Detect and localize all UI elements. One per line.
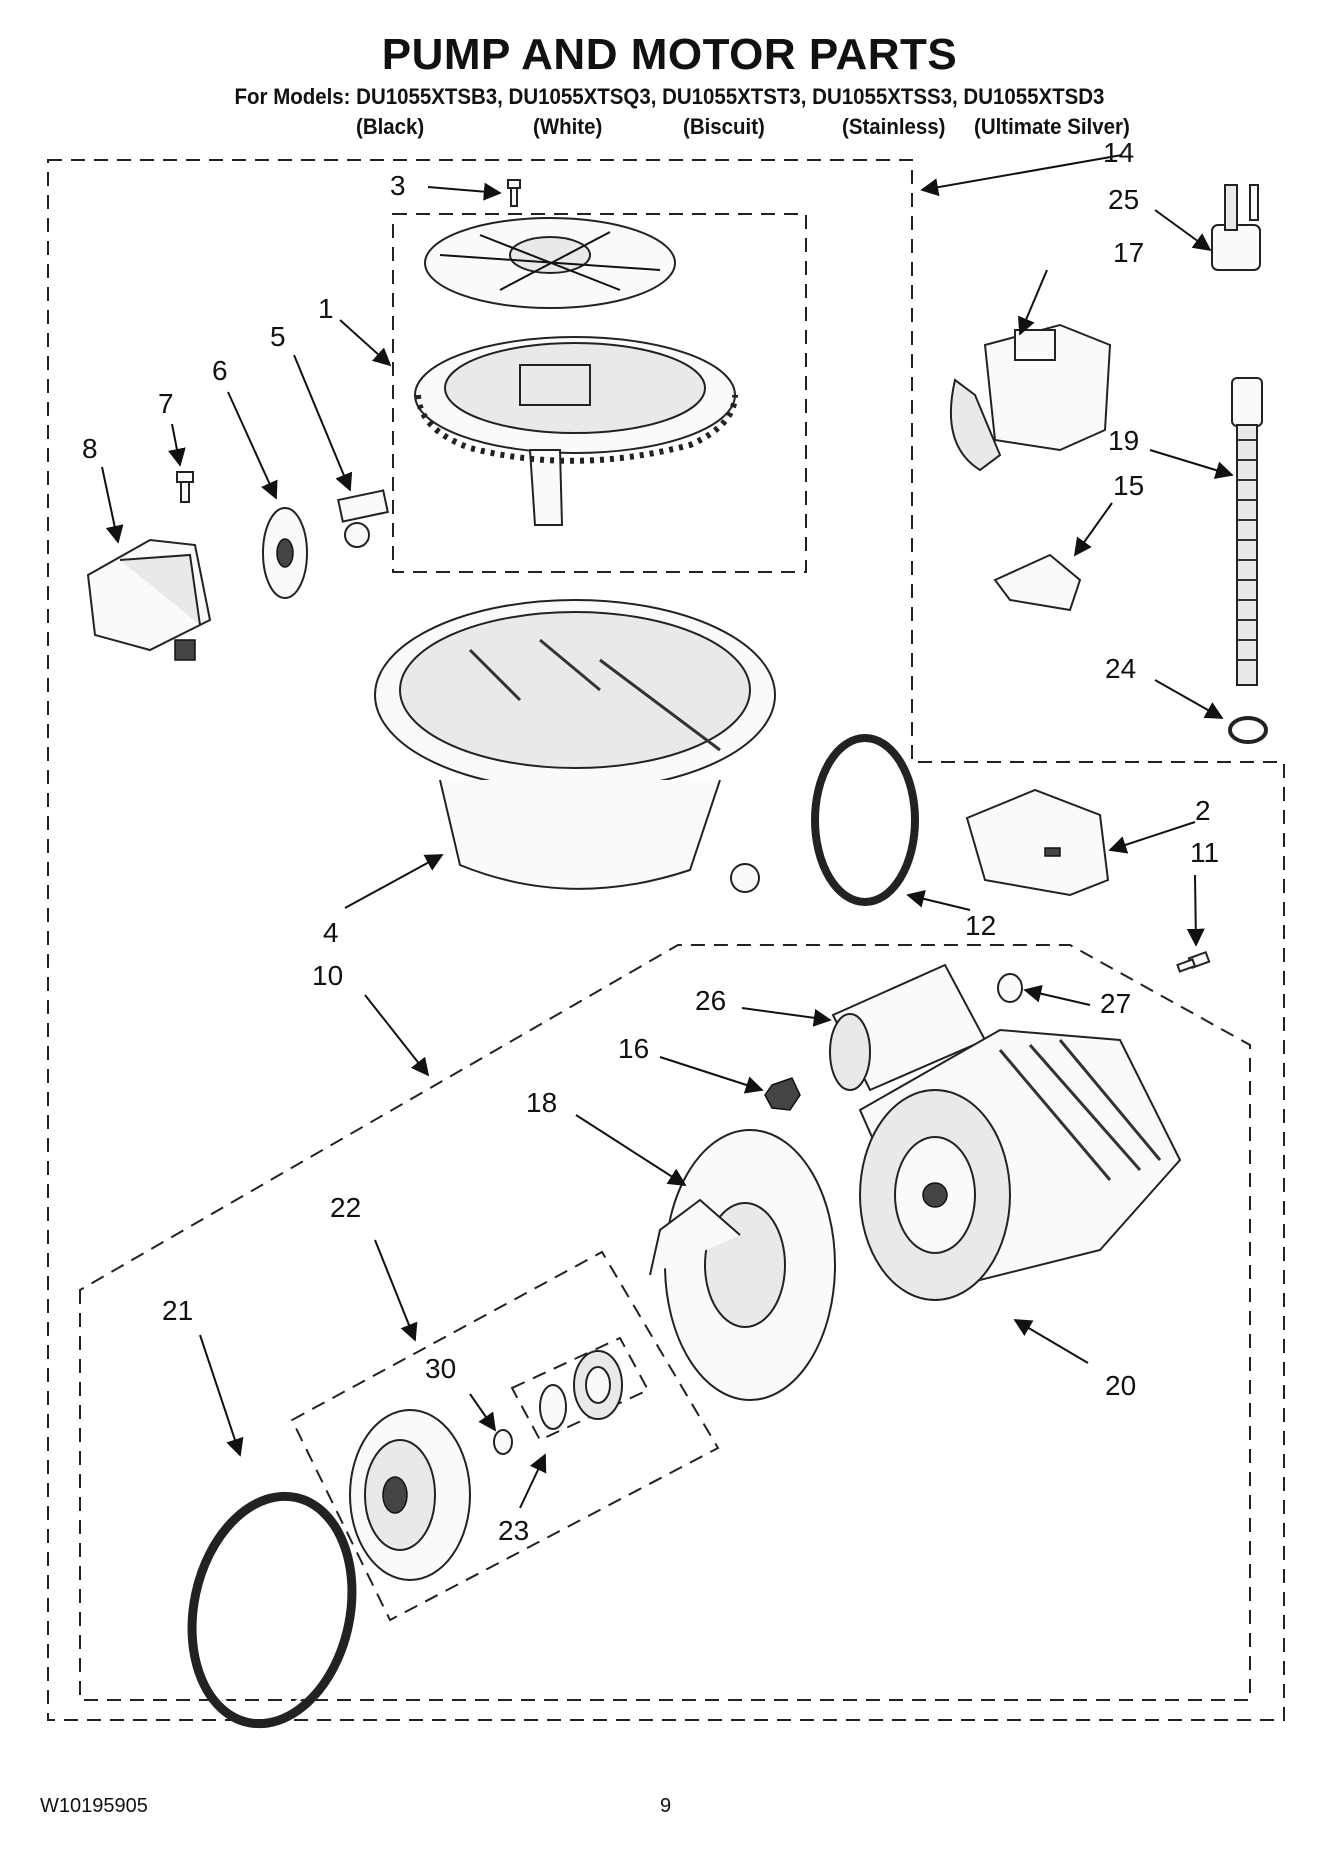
callout-23: 23	[498, 1515, 529, 1546]
models-line: For Models: DU1055XTSB3, DU1055XTSQ3, DU…	[234, 84, 1105, 109]
callout-25: 25	[1108, 184, 1139, 215]
callout-8: 8	[82, 433, 98, 464]
part-6-chopper-blade	[262, 507, 308, 599]
part-20-motor	[858, 1028, 1182, 1301]
seal-subkit-boundary	[510, 1336, 650, 1442]
callout-21: 21	[162, 1295, 193, 1326]
callout-3: 3	[390, 170, 406, 201]
callout-22: 22	[330, 1192, 361, 1223]
callout-12: 12	[965, 910, 996, 941]
part-16-nut	[764, 1077, 801, 1111]
callout-1: 1	[318, 293, 334, 324]
part-7-screw	[176, 471, 194, 503]
pump-impeller	[349, 1409, 471, 1581]
part-18-volute	[649, 1129, 836, 1401]
motor-assembly-boundary	[79, 944, 1251, 1701]
callout-4: 4	[323, 917, 339, 948]
part-17-bracket	[949, 323, 1112, 472]
part-5-valve	[337, 489, 389, 548]
callout-18: 18	[526, 1087, 557, 1118]
part-12-gasket	[811, 734, 919, 906]
callout-24: 24	[1105, 653, 1136, 684]
part-23-seals	[539, 1350, 623, 1430]
part-1-pump-housing	[414, 336, 738, 526]
part-27-disc	[997, 973, 1023, 1003]
part-4-sump	[374, 599, 776, 893]
page-number: 9	[660, 1795, 672, 1817]
part-3-screw	[507, 179, 521, 207]
color-label-white: (White)	[533, 114, 603, 139]
callout-20: 20	[1105, 1370, 1136, 1401]
part-11-screw	[1176, 950, 1211, 973]
part-25-sensor	[1211, 184, 1261, 271]
document-code: W10195905	[40, 1795, 148, 1817]
leader-lines	[101, 154, 1234, 1509]
filter-plate	[424, 217, 676, 309]
color-label-biscuit: (Biscuit)	[683, 114, 765, 139]
seal-kit-boundary	[290, 1250, 720, 1622]
part-19-hose	[1231, 377, 1263, 686]
part-15-clip	[993, 553, 1082, 612]
callout-17: 17	[1113, 237, 1144, 268]
color-label-stainless: (Stainless)	[842, 114, 946, 139]
color-label-black: (Black)	[356, 114, 425, 139]
callout-10: 10	[312, 960, 343, 991]
callout-16: 16	[618, 1033, 649, 1064]
callout-11: 11	[1190, 837, 1219, 868]
part-8-diverter-motor	[86, 538, 212, 661]
callout-15: 15	[1113, 470, 1144, 501]
callout-27: 27	[1100, 988, 1131, 1019]
pump-assembly-boundary	[392, 213, 807, 573]
part-26-capacitor	[829, 963, 987, 1092]
callout-26: 26	[695, 985, 726, 1016]
part-30-washer	[493, 1429, 513, 1455]
callout-30: 30	[425, 1353, 456, 1384]
assembly-boundary	[47, 159, 1285, 1721]
callout-2: 2	[1195, 795, 1211, 826]
part-2-cover	[965, 788, 1110, 897]
callout-14: 14	[1103, 137, 1134, 168]
callout-19: 19	[1108, 425, 1139, 456]
color-label-ultimate-silver: (Ultimate Silver)	[974, 114, 1130, 139]
callout-5: 5	[270, 321, 286, 352]
part-24-clamp	[1228, 716, 1268, 744]
callout-7: 7	[158, 388, 174, 419]
callout-6: 6	[212, 355, 228, 386]
page-title: PUMP AND MOTOR PARTS	[381, 30, 958, 79]
part-21-ring-gasket	[187, 1491, 357, 1729]
